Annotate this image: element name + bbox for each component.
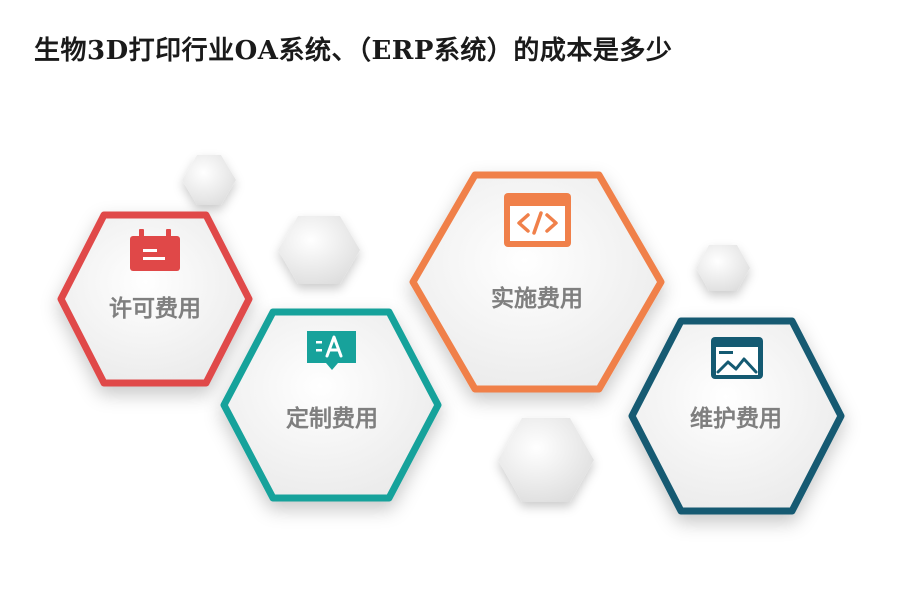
hexagon-maintenance-cost: 维护费用: [628, 317, 845, 515]
hexagon-shape: [409, 171, 665, 393]
hexagon-shape: [57, 211, 253, 387]
decorative-hexagon: [696, 245, 750, 291]
decorative-hexagon: [182, 155, 236, 205]
hexagon-implementation-cost: 实施费用: [409, 171, 665, 393]
hexagon-label-implementation: 实施费用: [491, 285, 583, 312]
decorative-hexagon: [498, 418, 594, 502]
hexagon-label-customization: 定制费用: [286, 405, 378, 432]
hexagon-license-cost: 许可费用: [57, 211, 253, 387]
hexagon-label-license: 许可费用: [109, 295, 201, 322]
hexagon-shape: [220, 308, 442, 502]
decorative-hexagon: [278, 216, 360, 284]
hexagon-customization-cost: 定制费用: [220, 308, 442, 502]
text-edit-icon: [307, 331, 356, 370]
code-window-icon: [504, 193, 571, 247]
page-title: 生物3D打印行业OA系统、（ERP系统）的成本是多少: [34, 36, 673, 66]
calendar-icon: [130, 229, 180, 271]
image-window-icon: [711, 337, 763, 379]
hexagon-label-maintenance: 维护费用: [690, 405, 782, 432]
hexagon-shape: [628, 317, 845, 515]
